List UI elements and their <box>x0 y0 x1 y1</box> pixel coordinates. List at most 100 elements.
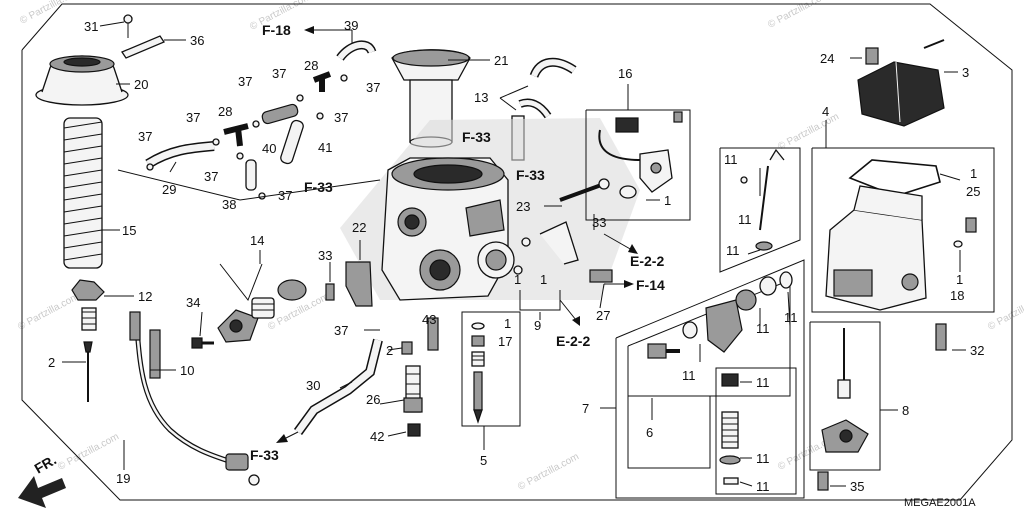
callout-11: 11 <box>756 321 770 336</box>
part-31-screw <box>123 14 133 38</box>
callout-5: 5 <box>480 453 487 468</box>
ref-e22: E-2-2 <box>556 333 590 349</box>
callout-4: 4 <box>822 104 829 119</box>
callout-14: 14 <box>250 233 264 248</box>
callout-11: 11 <box>756 375 770 390</box>
callout-26: 26 <box>366 392 380 407</box>
part-10-throttle-cable <box>129 311 260 486</box>
part-11-rod <box>740 148 785 251</box>
part-43-jet <box>427 317 439 351</box>
callout-8: 8 <box>902 403 909 418</box>
part-20-top-cover <box>35 55 129 106</box>
callout-7: 7 <box>582 401 589 416</box>
callout-37: 37 <box>366 80 380 95</box>
callout-6: 6 <box>646 425 653 440</box>
callout-17: 17 <box>498 334 512 349</box>
callout-25: 25 <box>966 184 980 199</box>
callout-35: 35 <box>850 479 864 494</box>
part-11-spring-group <box>719 373 741 485</box>
part-29-hose <box>145 141 215 169</box>
part-6-idle-adjust <box>647 271 793 359</box>
callout-40: 40 <box>262 141 276 156</box>
part-39-hose <box>336 40 377 61</box>
callout-3: 3 <box>962 65 969 80</box>
callout-11: 11 <box>756 451 770 466</box>
group-box-7 <box>615 259 805 499</box>
callout-9: 9 <box>534 318 541 333</box>
callout-12: 12 <box>138 289 152 304</box>
group-box-16 <box>585 109 691 221</box>
callout-1: 1 <box>504 316 511 331</box>
part-34-bolt <box>191 337 214 349</box>
part-26-float-valve <box>403 365 423 413</box>
part-16-throttle-sensor <box>598 111 683 199</box>
part-36-clamp <box>121 35 165 59</box>
callout-11: 11 <box>724 152 738 167</box>
part-40-hose <box>261 103 299 125</box>
watermark: © Partzilla.com <box>766 0 831 31</box>
ref-f14: F-14 <box>636 277 665 293</box>
callout-18: 18 <box>950 288 964 303</box>
callout-20: 20 <box>134 77 148 92</box>
callout-23: 23 <box>516 199 530 214</box>
part-38-hose <box>245 159 257 191</box>
callout-37: 37 <box>238 74 252 89</box>
callout-2: 2 <box>386 343 393 358</box>
callout-1: 1 <box>956 272 963 287</box>
part-42-jet <box>407 423 421 437</box>
part-33-screw <box>325 283 335 301</box>
callout-29: 29 <box>162 182 176 197</box>
callout-21: 21 <box>494 53 508 68</box>
reference-labels: F-18 F-33 F-33 F-33 F-33 E-2-2 F-14 E-2-… <box>250 22 665 463</box>
part-14-accelerator-pump <box>217 279 307 343</box>
ref-f33: F-33 <box>250 447 279 463</box>
callout-42: 42 <box>370 429 384 444</box>
callout-37: 37 <box>204 169 218 184</box>
callout-11: 11 <box>682 368 696 383</box>
group-box-6-lower <box>627 395 711 469</box>
callout-24: 24 <box>820 51 834 66</box>
callout-37: 37 <box>334 323 348 338</box>
callout-30: 30 <box>306 378 320 393</box>
clips-37 <box>146 74 348 200</box>
assembly-frame <box>21 3 1013 501</box>
direction-label: FR. <box>32 451 60 476</box>
callout-34: 34 <box>186 295 200 310</box>
callout-2: 2 <box>48 355 55 370</box>
part-23-screw-linkage <box>513 178 610 275</box>
callout-28: 28 <box>218 104 232 119</box>
part-2-screw <box>401 341 413 355</box>
ref-f33: F-33 <box>462 129 491 145</box>
watermark: © Partzilla.com <box>776 111 841 152</box>
part-5-jet-group <box>471 322 485 424</box>
group-box-4 <box>811 147 995 313</box>
callout-37: 37 <box>278 188 292 203</box>
callout-1: 1 <box>540 272 547 287</box>
part-27-bolt <box>589 269 613 283</box>
callouts: 31 36 20 15 12 2 10 19 37 29 37 28 37 37… <box>48 18 984 494</box>
watermark: © Partzilla.com <box>16 291 81 332</box>
diagram-code: MEGAE2001A <box>904 497 976 509</box>
callout-19: 19 <box>116 471 130 486</box>
callout-1: 1 <box>970 166 977 181</box>
part-15-spring <box>63 117 103 269</box>
ref-f33: F-33 <box>516 167 545 183</box>
callout-37: 37 <box>272 66 286 81</box>
callout-13: 13 <box>474 90 488 105</box>
part-22-bracket <box>345 261 373 307</box>
ref-f33: F-33 <box>304 179 333 195</box>
carburetor-body <box>381 157 515 301</box>
callout-37: 37 <box>186 110 200 125</box>
callout-15: 15 <box>122 223 136 238</box>
ref-e22: E-2-2 <box>630 253 664 269</box>
callout-1: 1 <box>514 272 521 287</box>
callout-28: 28 <box>304 58 318 73</box>
part-8-float-valve-assy <box>821 328 869 453</box>
callout-31: 31 <box>84 19 98 34</box>
part-4-float-chamber <box>825 185 927 311</box>
callout-11: 11 <box>726 243 740 258</box>
part-18-screw <box>953 217 977 248</box>
callout-10: 10 <box>180 363 194 378</box>
callout-16: 16 <box>618 66 632 81</box>
part-30-cable-guide <box>293 338 383 435</box>
